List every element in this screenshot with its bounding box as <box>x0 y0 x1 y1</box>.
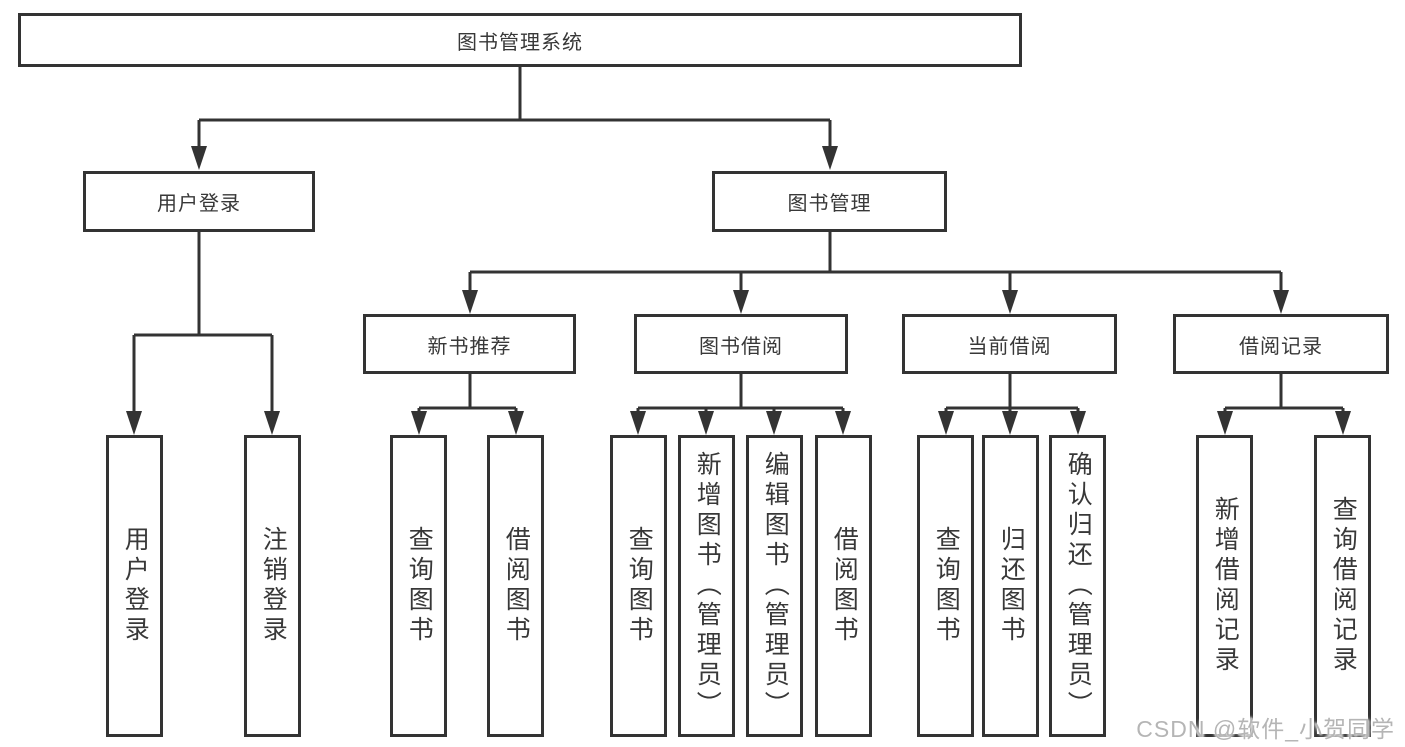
node-new-book-recommend: 新书推荐 <box>363 314 576 374</box>
leaf-br-add-record: 新增借阅记录 <box>1196 435 1253 737</box>
leaf-br-query-record: 查询借阅记录 <box>1314 435 1371 737</box>
leaf-logout: 注销登录 <box>244 435 301 737</box>
leaf-cb-return-books: 归还图书 <box>982 435 1039 737</box>
leaf-user-login: 用户登录 <box>106 435 163 737</box>
node-user-login: 用户登录 <box>83 171 315 232</box>
leaf-bb-add-books-admin: 新增图书（管理员） <box>678 435 735 737</box>
node-borrow-record: 借阅记录 <box>1173 314 1389 374</box>
node-book-management: 图书管理 <box>712 171 947 232</box>
leaf-rec-borrow-books: 借阅图书 <box>487 435 544 737</box>
node-system-root: 图书管理系统 <box>18 13 1022 67</box>
node-current-borrow: 当前借阅 <box>902 314 1117 374</box>
leaf-rec-query-books: 查询图书 <box>390 435 447 737</box>
csdn-watermark: CSDN @软件_小贺同学 <box>1136 716 1395 742</box>
leaf-bb-borrow-books: 借阅图书 <box>815 435 872 737</box>
leaf-cb-confirm-return-admin: 确认归还（管理员） <box>1049 435 1106 737</box>
leaf-bb-query-books: 查询图书 <box>610 435 667 737</box>
node-book-borrow: 图书借阅 <box>634 314 848 374</box>
leaf-cb-query-books: 查询图书 <box>917 435 974 737</box>
leaf-bb-edit-books-admin: 编辑图书（管理员） <box>746 435 803 737</box>
